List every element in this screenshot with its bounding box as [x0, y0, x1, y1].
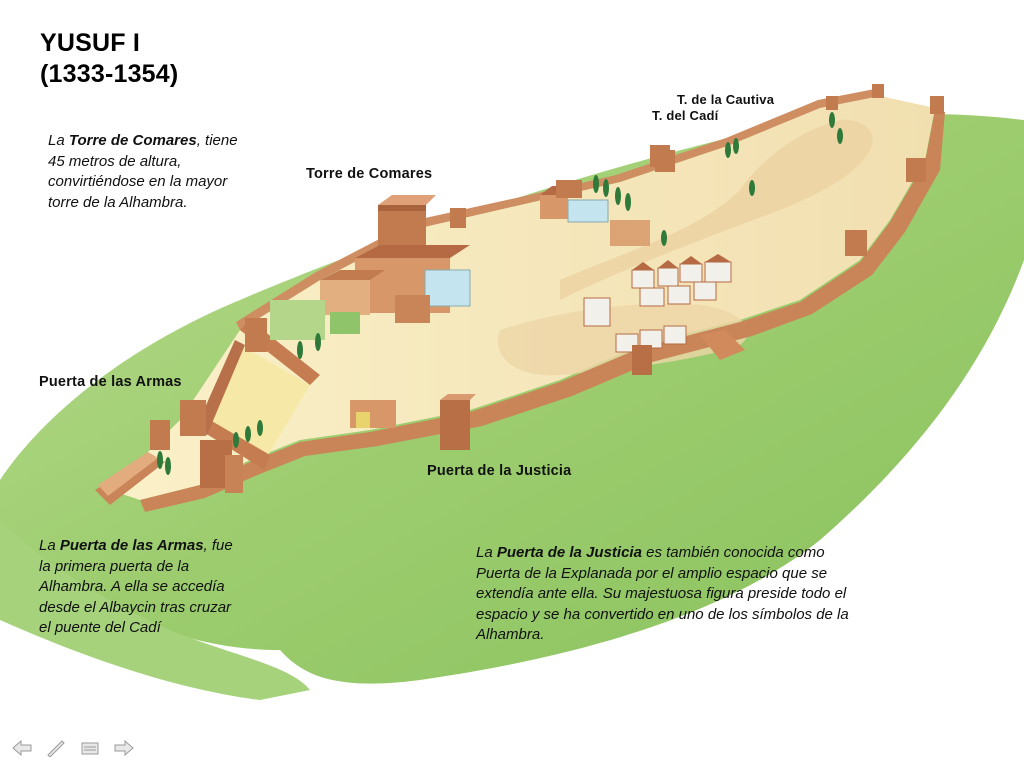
note-armas-bold: Puerta de las Armas	[59, 537, 204, 554]
alcazaba-wall-w	[195, 340, 245, 435]
title-line-2: (1333-1354)	[40, 60, 179, 88]
label-torre-comares: Torre de Comares	[306, 166, 433, 182]
label-cadi: T. del Cadí	[652, 108, 719, 123]
label-puerta-armas: Puerta de las Armas	[39, 374, 182, 390]
palace-wing	[320, 280, 370, 315]
label-cautiva: T. de la Cautiva	[677, 92, 775, 107]
menu-icon	[81, 742, 99, 755]
title-line-1: YUSUF I	[40, 29, 141, 57]
west-spur-top	[98, 452, 158, 496]
note-armas-post: , fue la primera puerta de la Alhambra. …	[39, 537, 233, 636]
sand-area	[560, 119, 873, 300]
arrow-left-icon	[12, 739, 32, 757]
palace-courtyard-pool	[424, 269, 471, 307]
slide-title: YUSUF I (1333-1354)	[40, 28, 178, 90]
note-comares-pre: La	[48, 132, 69, 149]
south-wall	[140, 110, 945, 512]
next-slide-button[interactable]	[112, 737, 136, 759]
palace-roof	[355, 245, 470, 258]
slide-nav	[10, 737, 136, 759]
note-comares-post: , tiene 45 metros de altura, convirtiénd…	[48, 132, 238, 211]
note-justicia-bold: Puerta de la Justicia	[496, 544, 642, 561]
alcazaba-tower-2	[180, 400, 206, 436]
green-hill-lobe	[0, 520, 310, 700]
prev-slide-button[interactable]	[10, 737, 34, 759]
east-ramp	[700, 330, 745, 360]
pen-icon	[47, 740, 65, 757]
justicia-tower	[440, 400, 470, 450]
alcazaba-tower-5	[225, 455, 243, 493]
note-puerta-armas: La Puerta de las Armas, fue la primera p…	[39, 536, 244, 639]
alcazaba-tower-3	[150, 420, 170, 450]
note-armas-pre: La	[39, 537, 60, 554]
arrow-right-icon	[114, 739, 134, 757]
note-justicia-post: es también conocida como Puerta de la Ex…	[476, 544, 849, 643]
partal-pool	[567, 199, 609, 223]
note-comares-bold: Torre de Comares	[68, 132, 197, 149]
pen-button[interactable]	[44, 737, 68, 759]
label-puerta-justicia: Puerta de la Justicia	[427, 463, 572, 479]
comares-tower-top	[378, 195, 436, 205]
palace-garden	[270, 300, 325, 340]
note-justicia-pre: La	[476, 544, 497, 561]
north-wall	[236, 88, 880, 330]
alcazaba-tower-1	[245, 318, 267, 352]
plateau-surface	[110, 96, 935, 500]
note-torre-comares: La Torre de Comares, tiene 45 metros de …	[48, 131, 253, 213]
menu-button[interactable]	[78, 737, 102, 759]
note-puerta-justicia: La Puerta de la Justicia es también cono…	[476, 543, 866, 646]
